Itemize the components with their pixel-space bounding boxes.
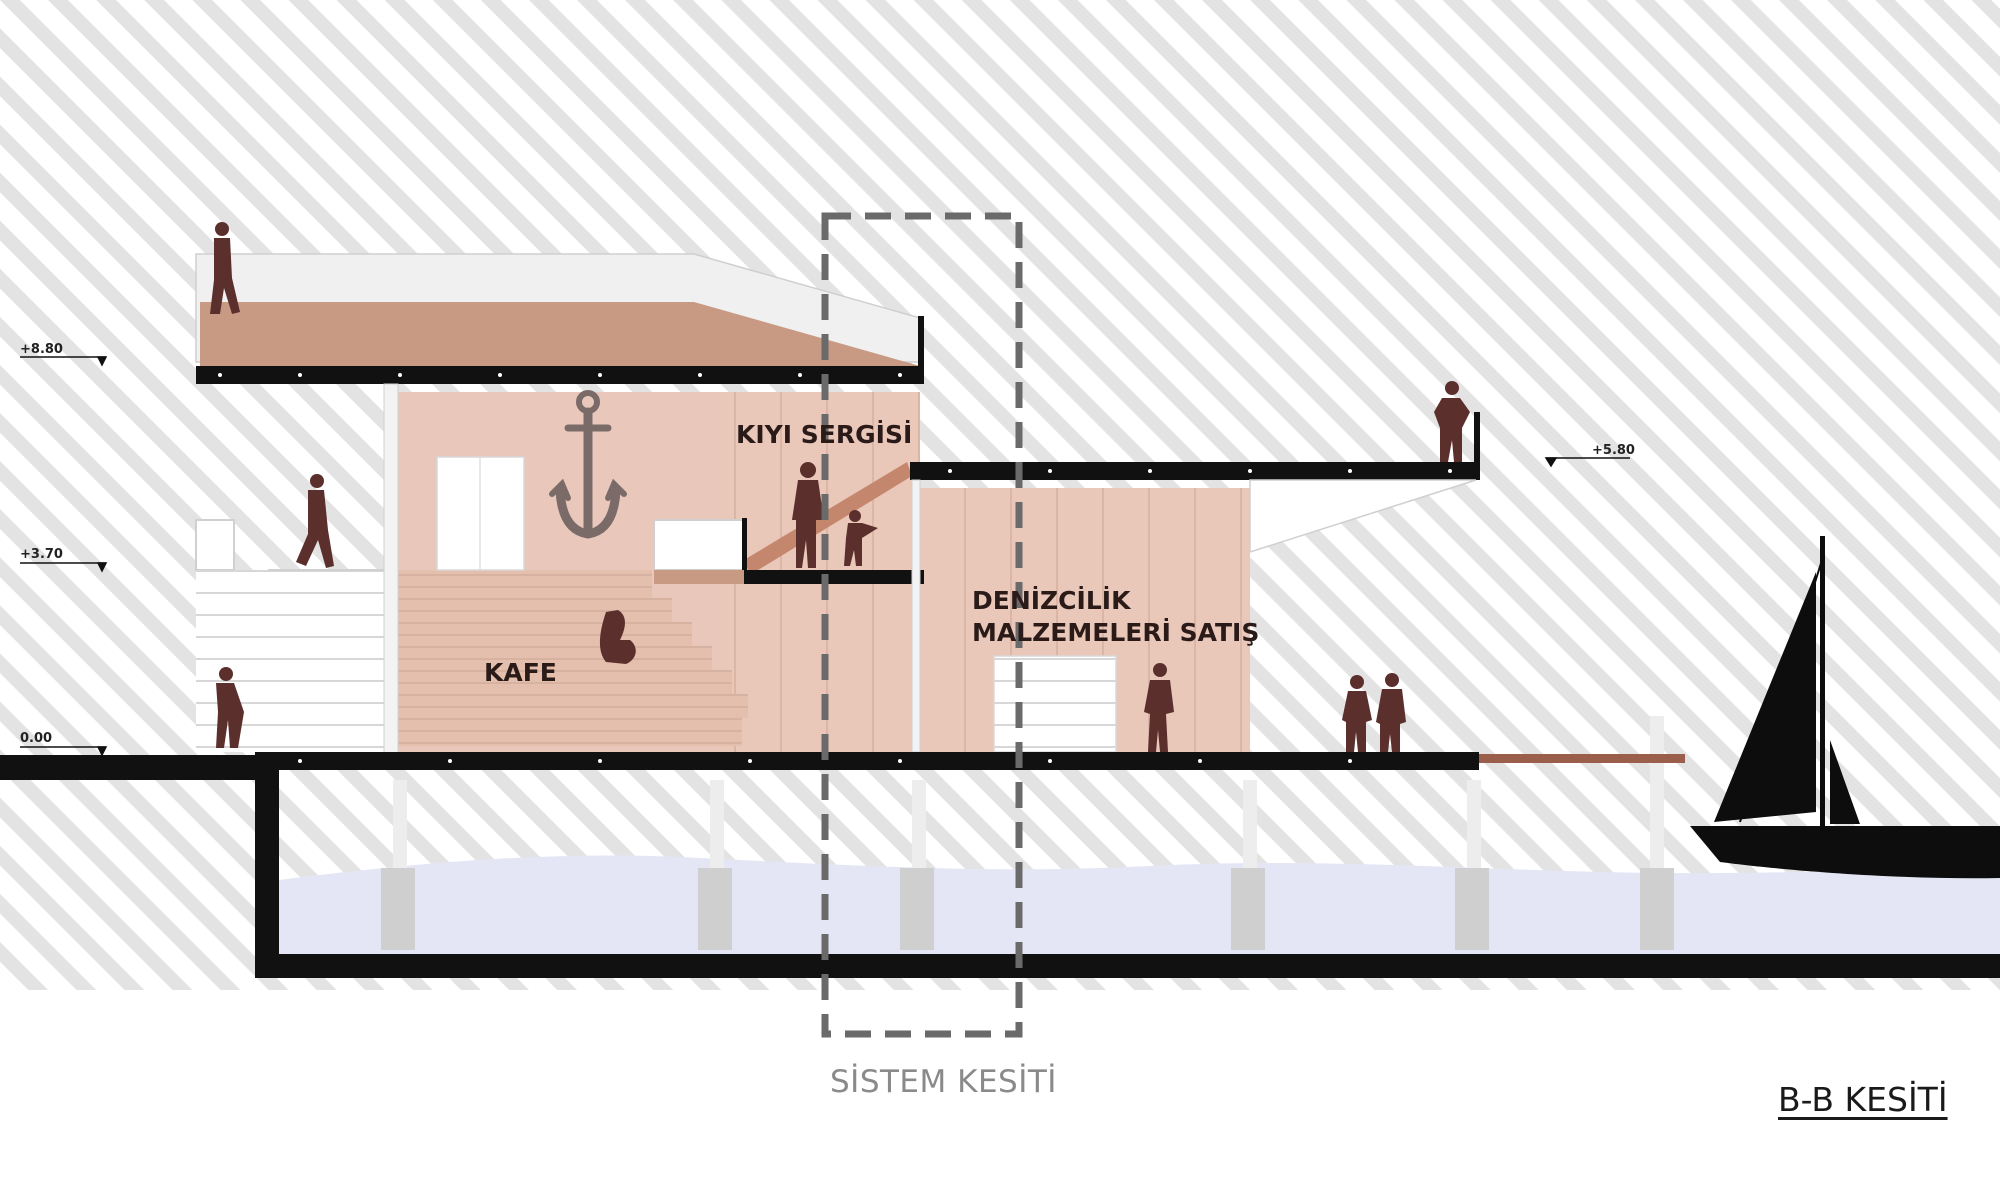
figure-adult-mezzanine bbox=[792, 462, 824, 568]
ground-slab bbox=[255, 752, 1479, 770]
room-label-denizcilik: DENİZCİLİK bbox=[972, 586, 1131, 615]
timber-deck bbox=[1479, 754, 1685, 763]
pier-footings bbox=[381, 868, 1674, 950]
figure-child-mezzanine bbox=[844, 510, 878, 566]
room-label-malzemeleri-satis: MALZEMELERİ SATIŞ bbox=[972, 618, 1260, 647]
shop-door bbox=[993, 655, 1117, 753]
level-label-880: +8.80 bbox=[20, 342, 63, 357]
piers bbox=[393, 716, 1664, 870]
figure-couple bbox=[1342, 673, 1406, 752]
system-section-frame bbox=[821, 212, 1023, 1038]
figure-sitting-kafe bbox=[599, 610, 636, 664]
level-markers bbox=[20, 356, 1630, 757]
level-label-000: 0.00 bbox=[20, 731, 53, 746]
roof-upper bbox=[195, 253, 924, 755]
slab-dots bbox=[218, 373, 1452, 763]
figure-shop bbox=[1144, 663, 1174, 752]
terrace-slab bbox=[910, 412, 1480, 753]
level-label-370: +3.70 bbox=[20, 547, 63, 562]
room-label-kafe: KAFE bbox=[484, 658, 557, 687]
room-label-kiyi-sergisi: KIYI SERGİSİ bbox=[736, 420, 913, 449]
figure-ground-left bbox=[216, 667, 244, 748]
figure-rooftop bbox=[210, 222, 240, 314]
kafe-steps bbox=[398, 570, 748, 746]
figure-terrace bbox=[1434, 381, 1470, 462]
anchor-icon bbox=[549, 390, 627, 539]
figure-walking-stair bbox=[296, 474, 334, 568]
level-label-580: +5.80 bbox=[1592, 443, 1635, 458]
detail-caption: SİSTEM KESİTİ bbox=[830, 1064, 1057, 1100]
ground-section bbox=[0, 755, 2000, 978]
sailboat-icon bbox=[1690, 536, 2000, 879]
section-title: B-B KESİTİ bbox=[1778, 1080, 1948, 1119]
sheet-bottom bbox=[0, 990, 2000, 1176]
